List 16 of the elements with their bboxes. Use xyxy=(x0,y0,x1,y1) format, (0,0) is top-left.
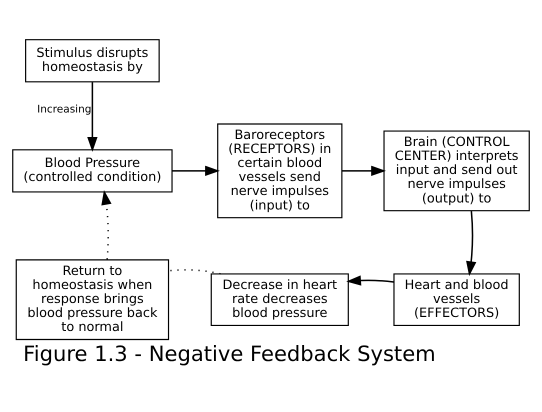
node-box: Heart and blood vessels (EFFECTORS) xyxy=(393,273,520,326)
node-box: Decrease in heart rate decreases blood pressure xyxy=(210,273,349,326)
arrow xyxy=(342,166,386,176)
node-box: Blood Pressure (controlled condition) xyxy=(12,149,173,193)
arrow xyxy=(87,82,98,152)
arrow xyxy=(466,210,476,276)
arrow xyxy=(172,166,220,176)
node-box: Stimulus disrupts homeostasis by xyxy=(25,39,160,82)
edge-label: Increasing xyxy=(37,103,92,116)
node-box: Return to homeostasis when response brings blood pressure back to normal xyxy=(16,259,170,340)
arrow xyxy=(101,190,112,260)
node-box: Baroreceptors (RECEPTORS) in certain blood vessels send nerve impulses (input) to xyxy=(217,123,342,218)
arrow xyxy=(346,275,394,286)
node-box: Brain (CONTROL CENTER) interprets input and send out nerve impulses (output) to xyxy=(383,130,530,212)
connector xyxy=(168,269,221,275)
caption: Figure 1.3 - Negative Feedback System xyxy=(23,341,436,366)
